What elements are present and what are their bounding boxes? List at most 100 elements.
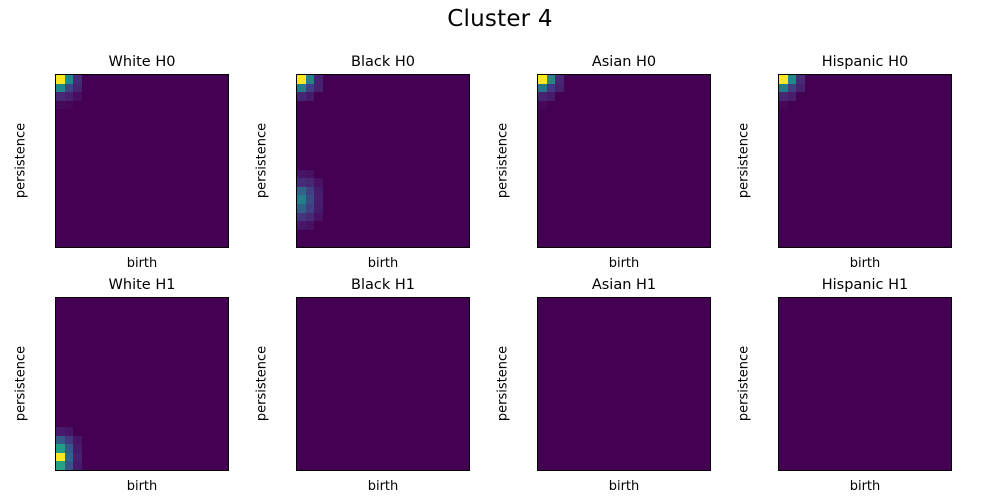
heatmap-cell [451,212,461,222]
heatmap-cell [150,409,160,419]
heatmap-cell [185,83,194,93]
heatmap-cell [555,186,564,196]
heatmap-cell [142,349,151,359]
heatmap-cell [99,152,108,161]
heatmap-cell [581,161,590,170]
heatmap-cell [813,409,822,419]
heatmap-cell [873,92,883,101]
heatmap-cell [916,204,926,213]
heatmap-cell [581,75,590,84]
heatmap-cell [606,358,616,367]
heatmap-cell [408,461,418,470]
heatmap-cell [56,186,65,196]
heatmap-cell [340,186,349,196]
heatmap-cell [314,298,323,307]
heatmap-cell [942,461,951,470]
heatmap-cell [90,109,99,118]
heatmap-cell [779,178,788,187]
heatmap-cell [624,229,633,239]
heatmap-cell [572,75,581,84]
heatmap-cell [701,169,710,179]
heatmap-cell [400,238,409,247]
heatmap-cell [426,135,435,144]
heatmap-cell [202,238,211,247]
heatmap-cell [632,83,642,93]
heatmap-cell [546,204,556,213]
heatmap-cell [925,238,934,247]
heatmap-cell [400,118,409,127]
heatmap-cell [408,375,418,384]
heatmap-cell [99,75,108,84]
heatmap-cell [210,427,220,436]
heatmap-cell [779,212,788,222]
heatmap-cell [830,298,840,307]
heatmap-cell [865,409,874,419]
heatmap-cell [365,375,375,384]
heatmap-cell [322,315,332,324]
heatmap-cell [804,238,814,247]
heatmap-cell [555,452,564,462]
heatmap-cell [555,212,564,222]
heatmap-cell [899,143,908,153]
heatmap-cell [202,169,211,179]
heatmap-cell [124,358,134,367]
heatmap-cell [882,152,891,161]
heatmap-cell [606,401,616,410]
heatmap-cell [73,306,82,316]
heatmap-cell [176,204,185,213]
heatmap-cell [64,366,74,376]
heatmap-cell [555,100,564,110]
heatmap-cell [167,143,177,153]
heatmap-cell [297,135,306,144]
heatmap-cell [210,109,220,118]
heatmap-cell [150,195,160,204]
heatmap-cell [297,178,306,187]
heatmap-cell [538,229,547,239]
heatmap-cell [632,135,642,144]
heatmap-cell [357,392,366,402]
heatmap-cell [632,358,642,367]
heatmap-cell [675,186,685,196]
heatmap-cell [73,341,82,350]
heatmap-cell [56,341,65,350]
heatmap-cell [624,401,633,410]
heatmap-cell [417,212,426,222]
heatmap-cell [417,75,426,84]
heatmap-cell [81,366,91,376]
heatmap-cell [451,341,461,350]
heatmap-cell [658,186,667,196]
heatmap-cell [873,152,883,161]
heatmap-grid [56,298,228,470]
heatmap-cell [90,341,99,350]
heatmap-cell [391,221,401,230]
heatmap-cell [916,161,926,170]
heatmap-cell [606,461,616,470]
heatmap-cell [779,161,788,170]
heatmap-cell [340,323,349,333]
heatmap-cell [641,178,650,187]
heatmap-cell [865,229,874,239]
heatmap-cell [942,169,951,179]
heatmap-cell [925,392,934,402]
heatmap-cell [649,332,659,341]
heatmap-cell [107,384,117,393]
heatmap-cell [624,358,633,367]
heatmap-cell [193,392,203,402]
heatmap-cell [581,358,590,367]
heatmap-cell [443,401,452,410]
heatmap-cell [202,392,211,402]
heatmap-cell [219,229,228,239]
heatmap-cell [667,152,676,161]
heatmap-cell [822,229,831,239]
heatmap-cell [856,143,865,153]
heatmap-cell [81,418,91,427]
heatmap-cell [624,315,633,324]
heatmap-cell [348,409,358,419]
heatmap-cell [684,161,693,170]
heatmap-cell [847,100,857,110]
heatmap-cell [865,298,874,307]
heatmap-cell [193,366,203,376]
heatmap-cell [890,298,900,307]
heatmap-cell [804,195,814,204]
x-axis-label: birth [367,479,399,494]
